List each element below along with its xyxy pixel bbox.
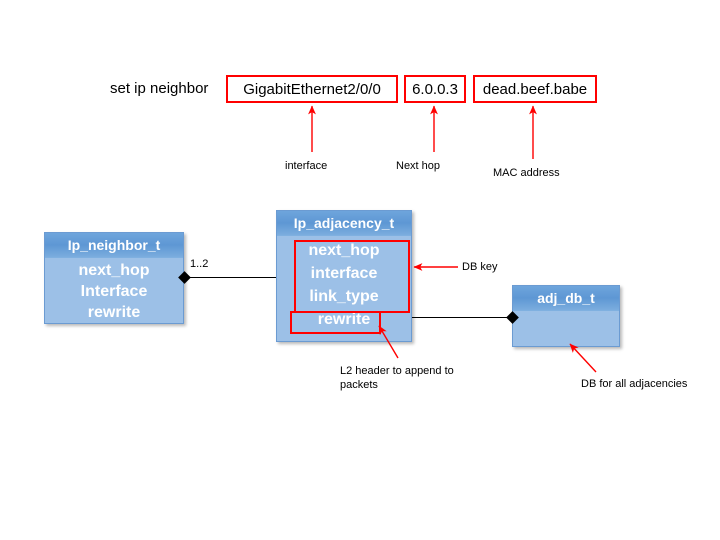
association-line-adjacency-adjdb — [412, 317, 512, 318]
caption-next-hop: Next hop — [396, 160, 441, 172]
command-field-interface: GigabitEthernet2/0/0 — [226, 75, 398, 103]
field-link-type: link_type — [309, 288, 379, 305]
class-box-ip-adjacency-t: Ip_adjacency_t next_hop interface link_t… — [276, 210, 412, 342]
arrow-db-for-all-icon — [569, 343, 597, 373]
caption-interface: interface — [285, 160, 328, 172]
class-box-ip-neighbor-t: Ip_neighbor_t next_hop Interface rewrite — [44, 232, 184, 324]
highlight-rect-db-key — [294, 240, 410, 313]
class-fields-ip-adjacency-t: next_hop interface link_type rewrite — [277, 236, 411, 331]
class-title-ip-neighbor-t: Ip_neighbor_t — [45, 233, 183, 258]
field-interface: interface — [310, 265, 378, 282]
annotation-db-key: DB key — [462, 261, 498, 273]
caption-mac-address: MAC address — [493, 167, 560, 179]
class-fields-ip-neighbor-t: next_hop Interface rewrite — [45, 258, 183, 323]
field-next-hop: next_hop — [308, 242, 380, 259]
command-prefix-label: set ip neighbor — [110, 80, 209, 97]
field-next-hop: next_hop — [78, 262, 150, 279]
command-field-next-hop: 6.0.0.3 — [404, 75, 466, 103]
field-rewrite: rewrite — [317, 311, 371, 328]
field-interface: Interface — [80, 283, 148, 300]
field-rewrite: rewrite — [87, 304, 141, 321]
highlight-rect-rewrite — [290, 311, 381, 334]
command-field-mac: dead.beef.babe — [473, 75, 597, 103]
class-title-adj-db-t: adj_db_t — [513, 286, 619, 311]
association-line-neighbor-adjacency — [184, 277, 276, 278]
class-fields-adj-db-t — [513, 311, 619, 313]
annotation-l2-header-line1: L2 header to append to — [340, 365, 454, 377]
multiplicity-label: 1..2 — [190, 258, 209, 270]
annotation-db-for-all-adjacencies: DB for all adjacencies — [581, 378, 688, 390]
class-box-adj-db-t: adj_db_t — [512, 285, 620, 347]
annotation-l2-header: L2 header to append to packets — [340, 364, 454, 392]
annotation-l2-header-line2: packets — [340, 379, 378, 391]
class-title-ip-adjacency-t: Ip_adjacency_t — [277, 211, 411, 236]
